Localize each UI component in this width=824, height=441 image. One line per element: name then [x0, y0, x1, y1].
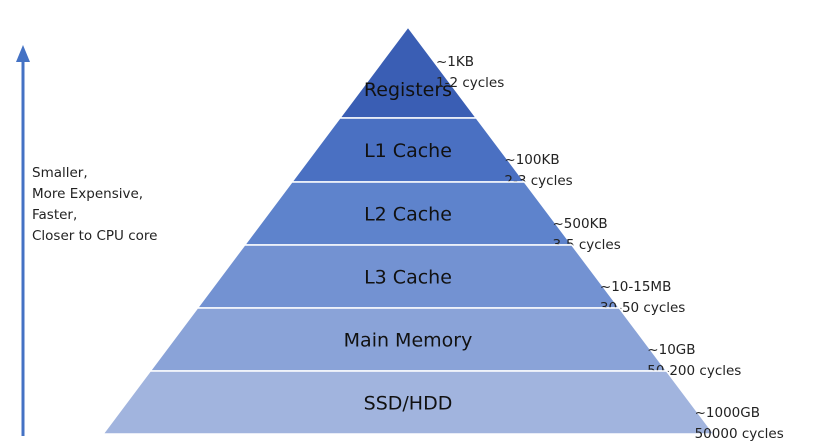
tier-label: L2 Cache — [364, 204, 452, 226]
tier-latency: 1-2 cycles — [436, 75, 504, 91]
tier-band — [338, 25, 478, 119]
side-note-line: Faster, — [32, 207, 78, 223]
side-note-line: More Expensive, — [32, 186, 144, 202]
side-note-line: Closer to CPU core — [32, 228, 158, 244]
tier-registers: Registers ~1KB 1-2 cycles — [338, 25, 504, 119]
tier-size: ~500KB — [553, 216, 608, 232]
tier-size: ~1KB — [436, 54, 474, 70]
side-note: Smaller, More Expensive, Faster, Closer to … — [32, 163, 157, 247]
tier-latency: 50-200 cycles — [647, 363, 741, 379]
tier-size: ~10GB — [647, 342, 695, 358]
tier-main-memory: Main Memory ~10GB 50-200 cycles — [148, 307, 741, 379]
tier-label: SSD/HDD — [364, 393, 453, 415]
tier-label: L1 Cache — [364, 140, 452, 162]
tier-size: ~10-15MB — [600, 279, 671, 295]
side-note-line: Smaller, — [32, 165, 88, 181]
tier-label: Main Memory — [344, 330, 473, 352]
tier-ssd-hdd: SSD/HDD ~1000GB 50000 cycles — [101, 370, 784, 441]
tier-latency: 50000 cycles — [695, 426, 784, 441]
tier-size: ~100KB — [504, 152, 559, 168]
tier-size: ~1000GB — [695, 405, 760, 421]
tier-band — [101, 370, 716, 435]
tier-label: Registers — [364, 79, 452, 101]
tier-label: L3 Cache — [364, 267, 452, 289]
arrow-head-icon — [16, 45, 30, 62]
